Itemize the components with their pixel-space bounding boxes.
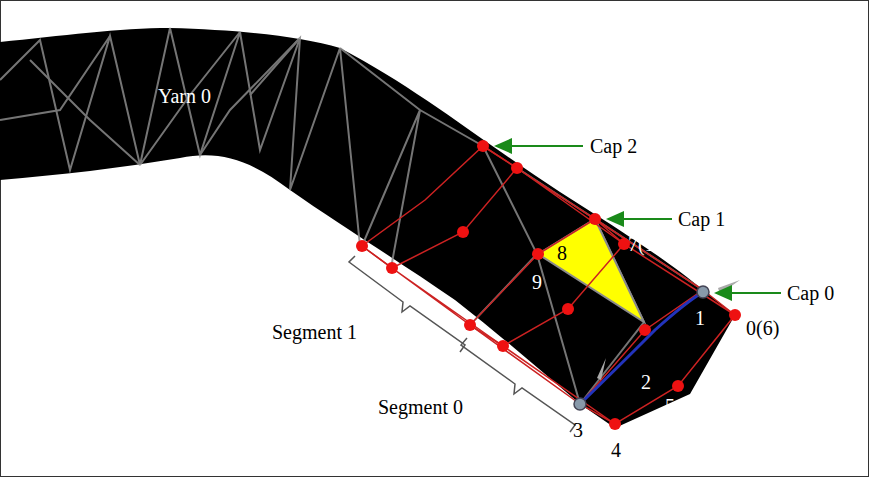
- cap-label: Cap 2: [590, 136, 637, 156]
- callout-number: 0(6): [746, 318, 779, 338]
- cap-label: Cap 1: [678, 209, 725, 229]
- callout-number: 2: [641, 372, 651, 392]
- cap-label: Cap 0: [787, 283, 834, 303]
- segment-label: Segment 0: [378, 397, 463, 417]
- yarn-name: Yarn 0: [158, 86, 211, 106]
- segment-label: Segment 1: [272, 322, 357, 342]
- callout-number: 1: [695, 308, 705, 328]
- callout-number: 9: [532, 272, 542, 292]
- callout-number: 7(13): [628, 234, 671, 254]
- callout-number: 5: [665, 396, 675, 416]
- callout-number: 3: [573, 420, 583, 440]
- callout-number: 8: [557, 243, 567, 263]
- callout-number: 4: [611, 440, 621, 460]
